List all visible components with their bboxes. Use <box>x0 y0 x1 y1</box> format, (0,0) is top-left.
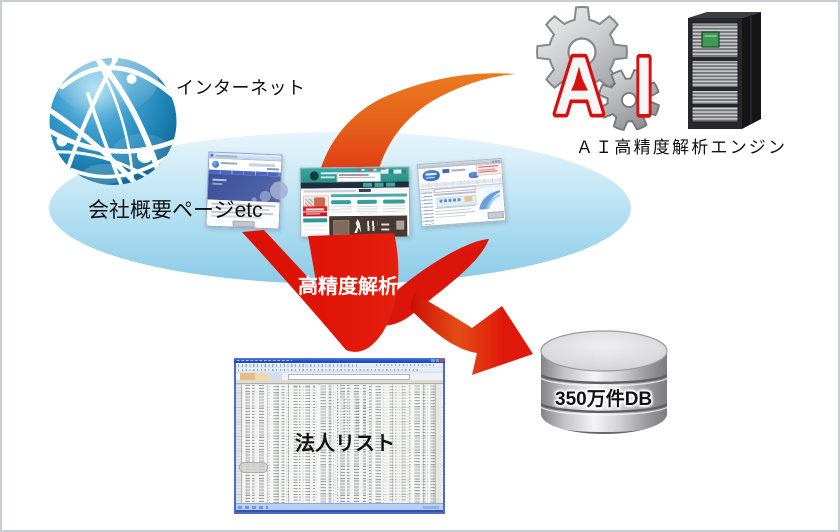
database-arrow <box>410 293 533 375</box>
server-icon <box>688 12 761 129</box>
sheet-text-noise <box>317 385 334 504</box>
analysis-label: 高精度解析 <box>298 276 398 298</box>
sheet-text-noise <box>269 385 286 503</box>
thumb3-swoosh-art <box>477 188 502 210</box>
minimize-button[interactable] <box>431 358 435 362</box>
sheet-text-noise <box>409 385 435 504</box>
sheet-text-noise <box>288 385 315 502</box>
internet-globe-icon <box>49 56 177 185</box>
sheet-text-noise <box>336 398 367 438</box>
spreadsheet-selection-capsule <box>239 462 268 473</box>
spreadsheet-column-headers <box>236 379 443 384</box>
sheet-text-noise <box>369 385 384 503</box>
sheet-text-noise <box>386 385 407 501</box>
spreadsheet-window-buttons[interactable] <box>431 358 445 362</box>
spreadsheet-toolbar <box>236 363 443 368</box>
internet-label: インターネット <box>176 78 306 98</box>
spreadsheet-titlebar <box>234 358 445 363</box>
database-label: 350万件DB <box>555 389 653 410</box>
close-button[interactable] <box>440 358 445 362</box>
ai-engine-graphic: A I <box>536 6 761 136</box>
statusbar-marks <box>238 506 268 509</box>
maximize-button[interactable] <box>435 358 440 362</box>
sheet-text-noise <box>336 385 367 502</box>
analysis-down-arrow <box>242 230 399 352</box>
spreadsheet-window <box>234 358 445 514</box>
gear-large-hole <box>567 37 597 67</box>
ai-engine-label: ＡＩ高精度解析エンジン <box>576 138 788 157</box>
ai-mark-letter-i: I <box>635 41 653 132</box>
statusbar-zoom <box>423 506 439 509</box>
corporate-list-label: 法人リスト <box>295 433 395 455</box>
spreadsheet-statusbar <box>236 503 443 512</box>
sheet-text-noise <box>243 385 267 504</box>
gear-small-hole <box>621 92 637 108</box>
browser-thumbnail-light-portal <box>416 157 507 228</box>
database-icon <box>540 330 668 434</box>
sheet-scrollbar[interactable] <box>435 384 441 505</box>
company-pages-label: 会社概要ページetc <box>88 199 263 222</box>
database-top <box>540 330 668 372</box>
ai-letter-a-counter <box>571 73 588 91</box>
